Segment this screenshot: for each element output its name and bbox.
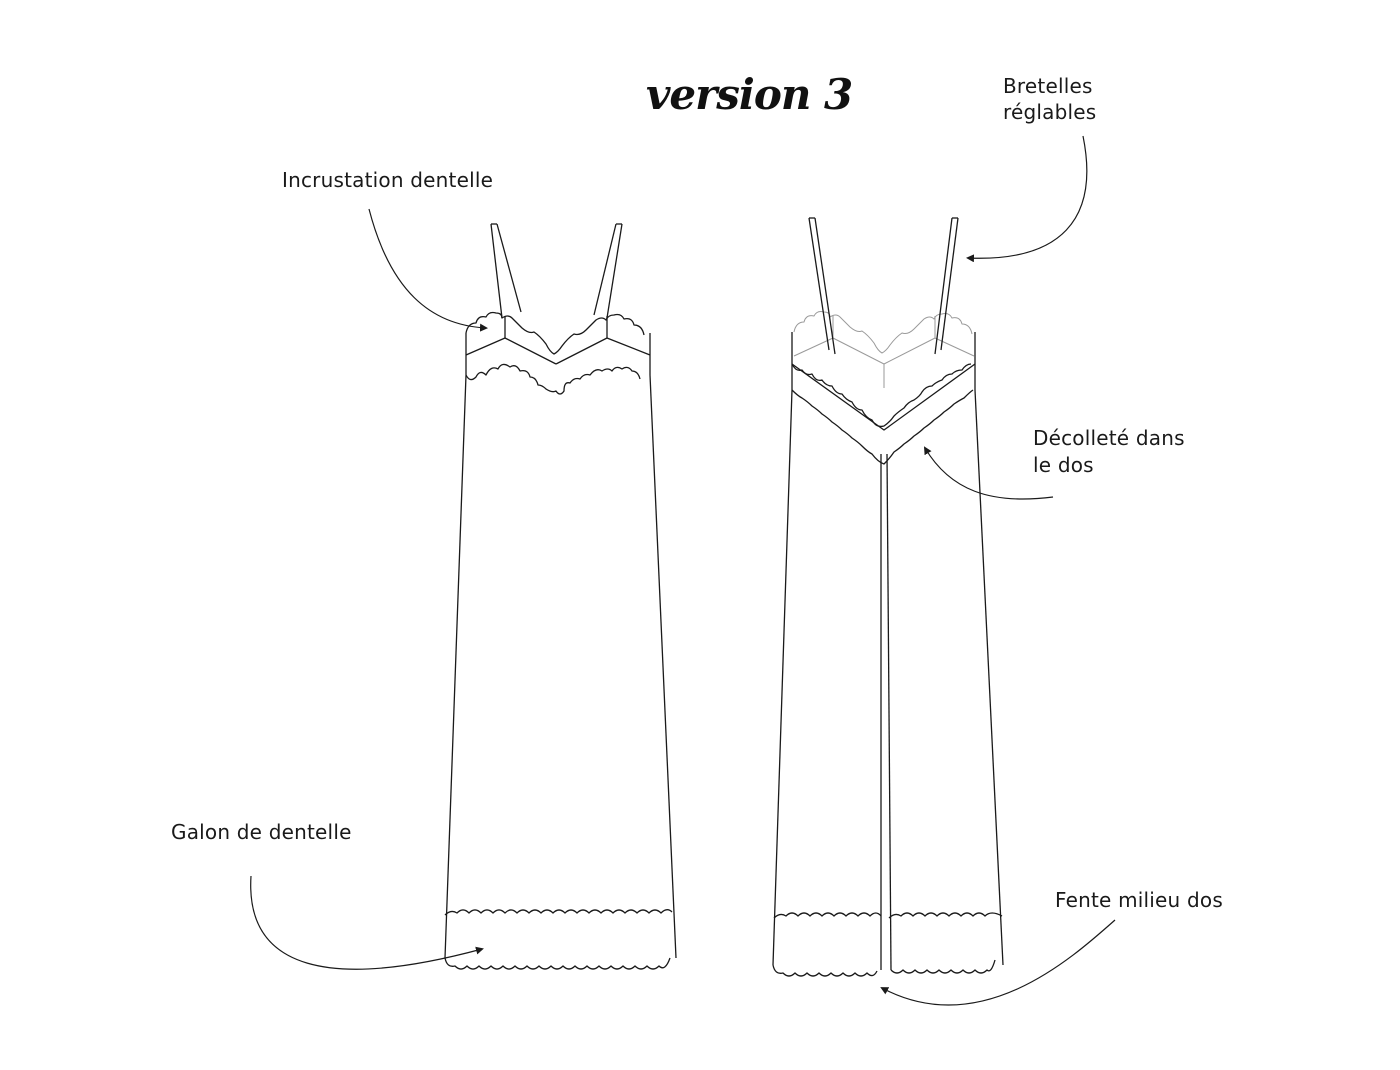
arrow-straps [966,135,1088,263]
front-right-side-seam [649,374,677,959]
front-bodice-bottom-scallops [465,363,641,395]
center-back-seam-right [886,453,892,971]
front-left-side-seam [444,374,467,959]
back-neckline-lower-scallops [791,389,974,465]
back-neckline-upper-scallops [791,363,972,428]
back-view [772,217,1004,977]
label-straps-line2: réglables [1003,100,1097,124]
label-back-slit: Fente milieu dos [1055,888,1223,912]
label-back-neckline-line2: le dos [1033,453,1094,477]
front-left-strap [490,223,522,319]
front-right-strap [593,223,623,319]
label-lace-trim: Galon de dentelle [171,820,352,844]
label-back-neckline-line1: Décolleté dans [1033,426,1185,450]
back-hem-lace-top-right [888,912,1003,919]
back-left-side-seam [772,389,793,966]
label-lace-inset: Incrustation dentelle [282,168,494,192]
version-title: version 3 [646,70,853,119]
front-bodice-top-scallops [465,311,645,355]
back-hem-lace-top-left [773,912,882,919]
back-right-side-seam [974,389,1004,966]
label-straps-line1: Bretelles [1003,74,1093,98]
back-view-faint-front-bodice [793,311,975,388]
back-left-strap [808,217,836,355]
arrow-back-neckline [923,446,1054,500]
arrow-lace-inset [368,208,488,332]
back-hem-lace-bottom-left [772,964,878,977]
back-hem-lace-bottom-right [890,959,996,974]
front-hem-lace-top [444,909,673,916]
arrow-lace-trim [250,875,484,970]
back-right-strap [934,217,959,355]
front-hem-lace-bottom [444,957,671,970]
arrow-back-slit [880,919,1116,1006]
front-view [444,223,677,970]
callout-arrows [250,135,1116,1006]
